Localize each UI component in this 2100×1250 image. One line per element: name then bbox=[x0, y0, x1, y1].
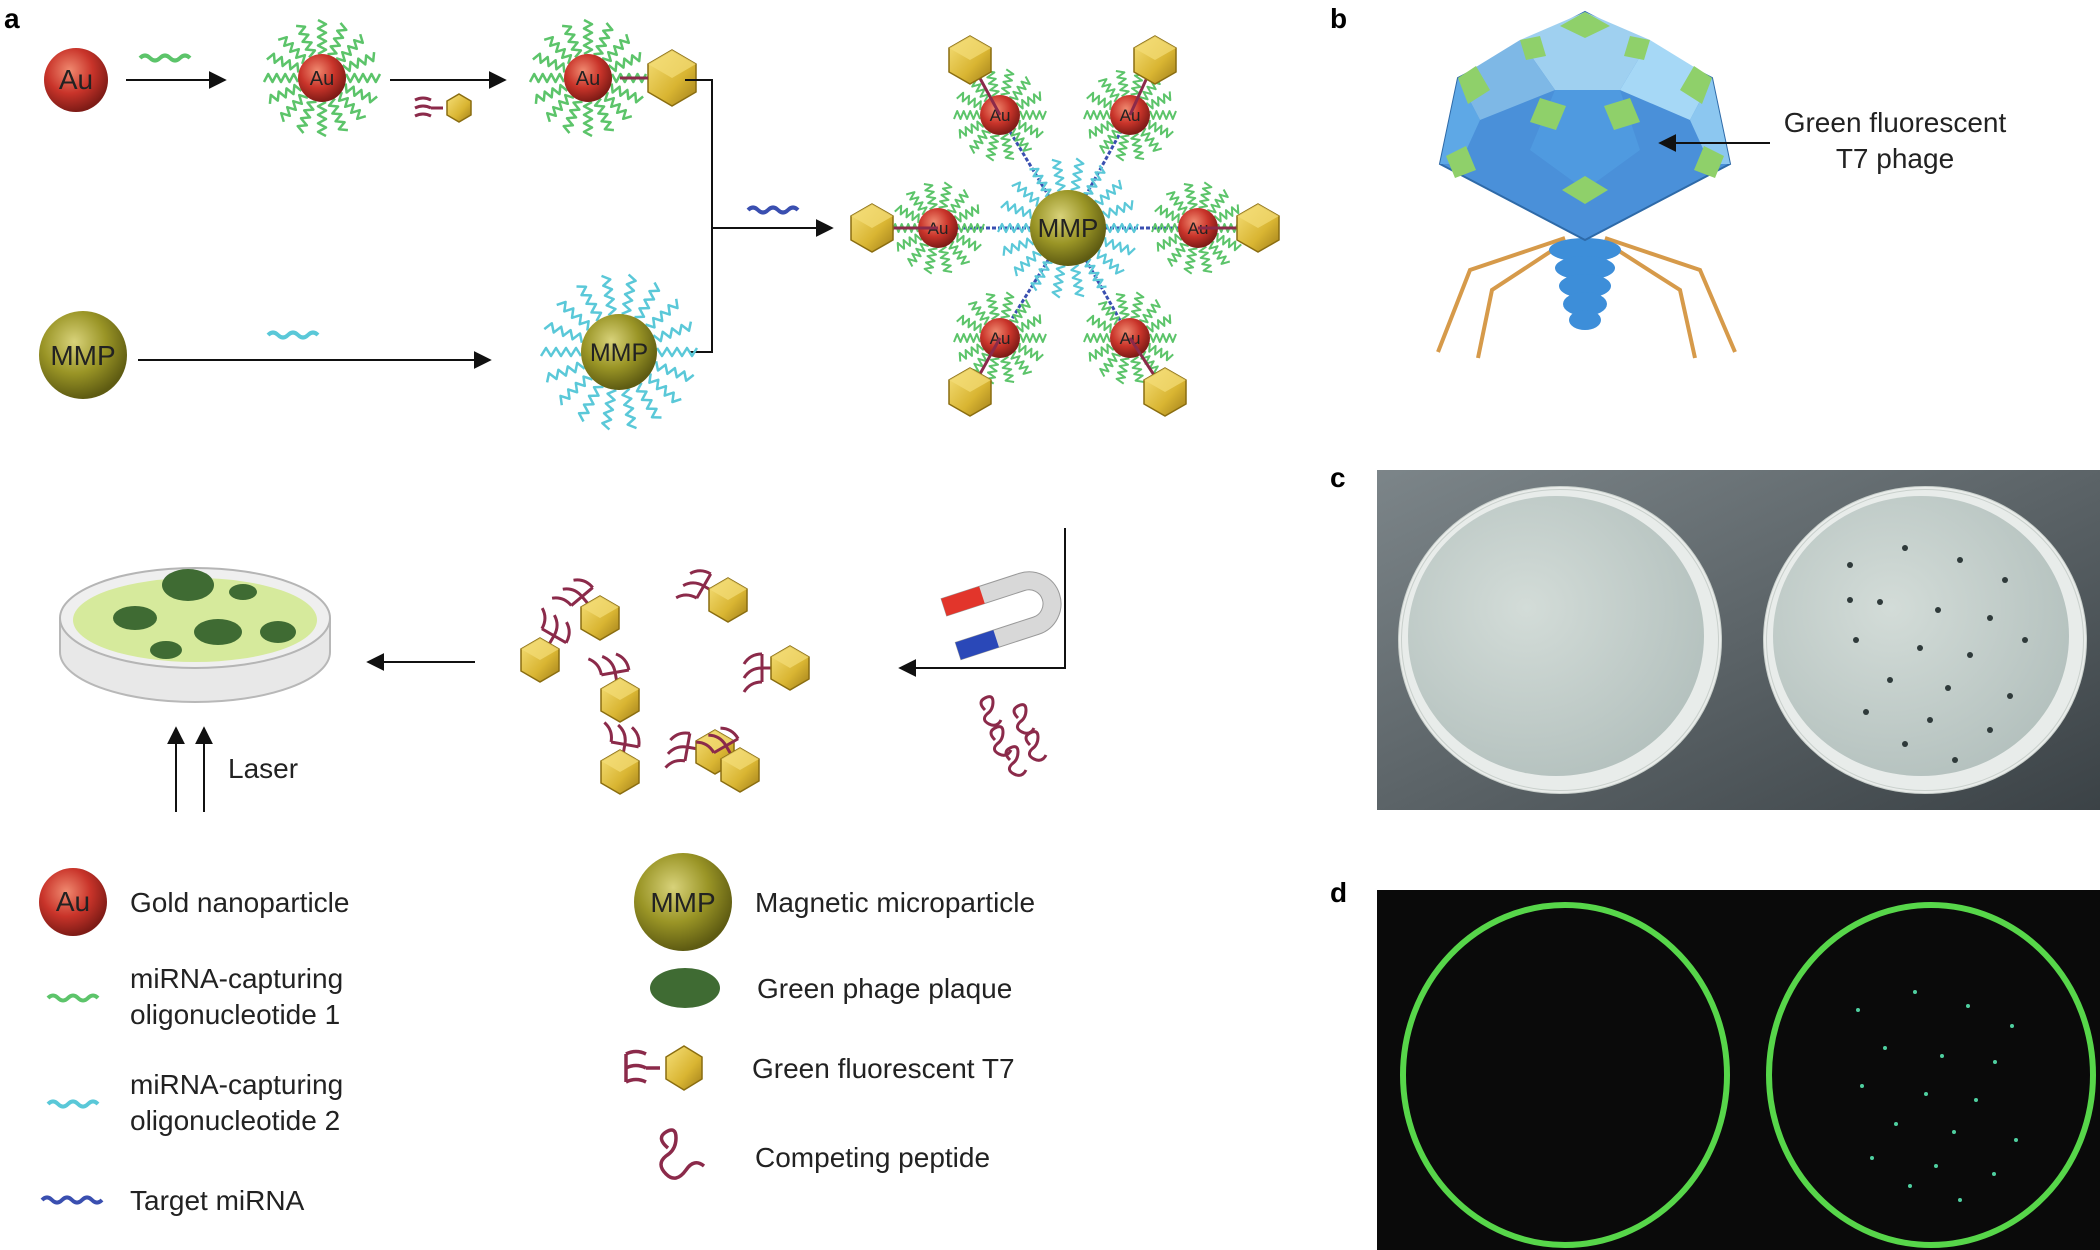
legend-target-icon bbox=[40, 1195, 104, 1205]
fluorescent-dots bbox=[1856, 990, 2018, 1202]
legend-oligo2-icon bbox=[46, 1099, 100, 1109]
legend-t7-text: Green fluorescent T7 bbox=[752, 1053, 1015, 1084]
legend-plaque-icon bbox=[650, 968, 720, 1008]
plaque-dots bbox=[1847, 545, 2028, 763]
legend-mmp-symbol: MMP bbox=[650, 887, 715, 918]
magnet-icon bbox=[940, 571, 1062, 661]
small-t7-icon bbox=[414, 93, 472, 123]
gold-nanoparticle-bare: Au bbox=[44, 48, 108, 112]
legend-mmp-icon: MMP bbox=[634, 853, 732, 951]
petri-dish-plaques bbox=[59, 567, 331, 703]
legend-peptide-text: Competing peptide bbox=[755, 1142, 990, 1173]
svg-text:Au: Au bbox=[576, 68, 600, 90]
gold-with-phage: Au bbox=[528, 18, 648, 138]
plates-photo bbox=[1377, 470, 2100, 810]
panel-letter-a: a bbox=[4, 3, 20, 34]
fluor-dish-right bbox=[1766, 902, 2096, 1248]
legend-target-text: Target miRNA bbox=[130, 1185, 305, 1216]
legend-oligo1-text-1: miRNA-capturing bbox=[130, 963, 343, 994]
legend-gold-icon: Au bbox=[39, 868, 107, 936]
panel-letter-b: b bbox=[1330, 3, 1347, 34]
phage-label-1: Green fluorescent bbox=[1784, 107, 2007, 138]
mmp-with-oligos: MMP bbox=[539, 273, 699, 431]
legend-oligo1-text-2: oligonucleotide 1 bbox=[130, 999, 340, 1030]
oligo2-strand bbox=[266, 330, 320, 340]
panel-letter-c: c bbox=[1330, 462, 1346, 493]
legend-peptide-icon bbox=[659, 1128, 706, 1180]
svg-text:MMP: MMP bbox=[1038, 213, 1099, 243]
oligo1-strand bbox=[138, 53, 192, 63]
legend-plaque-text: Green phage plaque bbox=[757, 973, 1012, 1004]
sandwich-complex: MMPAuAuAuAuAuAu bbox=[850, 35, 1280, 417]
legend-gold-text: Gold nanoparticle bbox=[130, 887, 349, 918]
magnet-arrow bbox=[898, 528, 1066, 677]
target-mirna-strand bbox=[746, 205, 800, 215]
laser-label: Laser bbox=[228, 753, 298, 784]
magnetic-microparticle-bare: MMP bbox=[39, 311, 127, 399]
legend-oligo2-text-2: oligonucleotide 2 bbox=[130, 1105, 340, 1136]
svg-text:Au: Au bbox=[990, 106, 1011, 125]
legend-t7-icon bbox=[624, 1045, 703, 1091]
gold-label: Au bbox=[59, 64, 93, 95]
competing-peptides bbox=[979, 695, 1048, 777]
svg-text:Au: Au bbox=[1120, 106, 1141, 125]
legend-gold-symbol: Au bbox=[56, 886, 90, 917]
legend-mmp-text: Magnetic microparticle bbox=[755, 887, 1035, 918]
legend-oligo2-text-1: miRNA-capturing bbox=[130, 1069, 343, 1100]
fluor-dish-left bbox=[1400, 902, 1730, 1248]
panel-letter-d: d bbox=[1330, 877, 1347, 908]
phage-head bbox=[647, 49, 697, 107]
phage-label-2: T7 phage bbox=[1836, 143, 1954, 174]
svg-text:MMP: MMP bbox=[590, 339, 648, 367]
merge-bracket bbox=[685, 79, 713, 353]
gold-with-oligos: Au bbox=[262, 18, 382, 138]
svg-text:Au: Au bbox=[310, 68, 334, 90]
t7-phage-illustration bbox=[1436, 10, 1737, 359]
mmp-label: MMP bbox=[50, 340, 115, 371]
legend: Au Gold nanoparticle miRNA-capturing oli… bbox=[39, 853, 1035, 1216]
released-phages bbox=[520, 569, 810, 795]
fluorescence-photo bbox=[1377, 890, 2100, 1250]
legend-oligo1-icon bbox=[46, 993, 100, 1003]
